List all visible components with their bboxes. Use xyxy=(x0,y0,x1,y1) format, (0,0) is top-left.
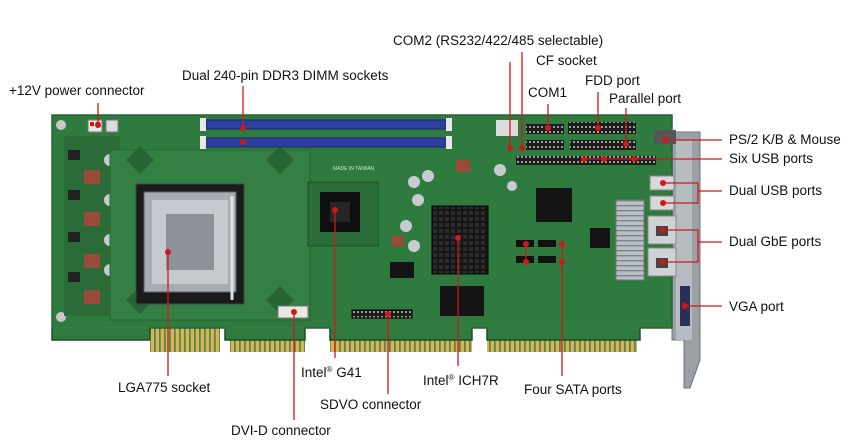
label-dvid-connector: DVI-D connector xyxy=(231,423,331,438)
dimm-slots xyxy=(200,118,452,149)
label-dual-gbe: Dual GbE ports xyxy=(729,234,822,249)
chip xyxy=(590,228,610,248)
label-lga775-socket: LGA775 socket xyxy=(118,380,211,395)
label-dual-usb: Dual USB ports xyxy=(729,183,823,198)
label-dimm-sockets: Dual 240-pin DDR3 DIMM sockets xyxy=(182,68,389,83)
lga775-socket xyxy=(135,183,245,305)
label-parallel-port: Parallel port xyxy=(609,91,682,106)
label-intel-g41: Intel® G41 xyxy=(301,365,362,380)
sdvo-connector-part xyxy=(351,309,413,319)
label-cf-socket: CF socket xyxy=(536,53,597,68)
label-intel-ich7r: Intel® ICH7R xyxy=(423,373,499,388)
label-vga-port: VGA port xyxy=(729,299,784,314)
chip xyxy=(536,188,572,222)
label-six-usb: Six USB ports xyxy=(729,151,814,166)
label-sdvo-connector: SDVO connector xyxy=(320,397,422,412)
label-com1: COM1 xyxy=(528,85,568,100)
label-power-connector: +12V power connector xyxy=(9,83,145,98)
board-marking: MADE IN TAIWAN xyxy=(333,166,374,172)
g41-chip xyxy=(307,181,379,247)
chip xyxy=(390,262,414,278)
label-com2: COM2 (RS232/422/485 selectable) xyxy=(393,33,604,48)
leader-dual-gbe xyxy=(662,229,722,263)
label-fdd-port: FDD port xyxy=(585,73,640,88)
chip xyxy=(440,286,484,316)
label-ps2: PS/2 K/B & Mouse xyxy=(729,132,841,147)
capacitors xyxy=(392,160,517,252)
label-sata-ports: Four SATA ports xyxy=(524,382,622,397)
leader-dual-usb xyxy=(663,182,722,204)
